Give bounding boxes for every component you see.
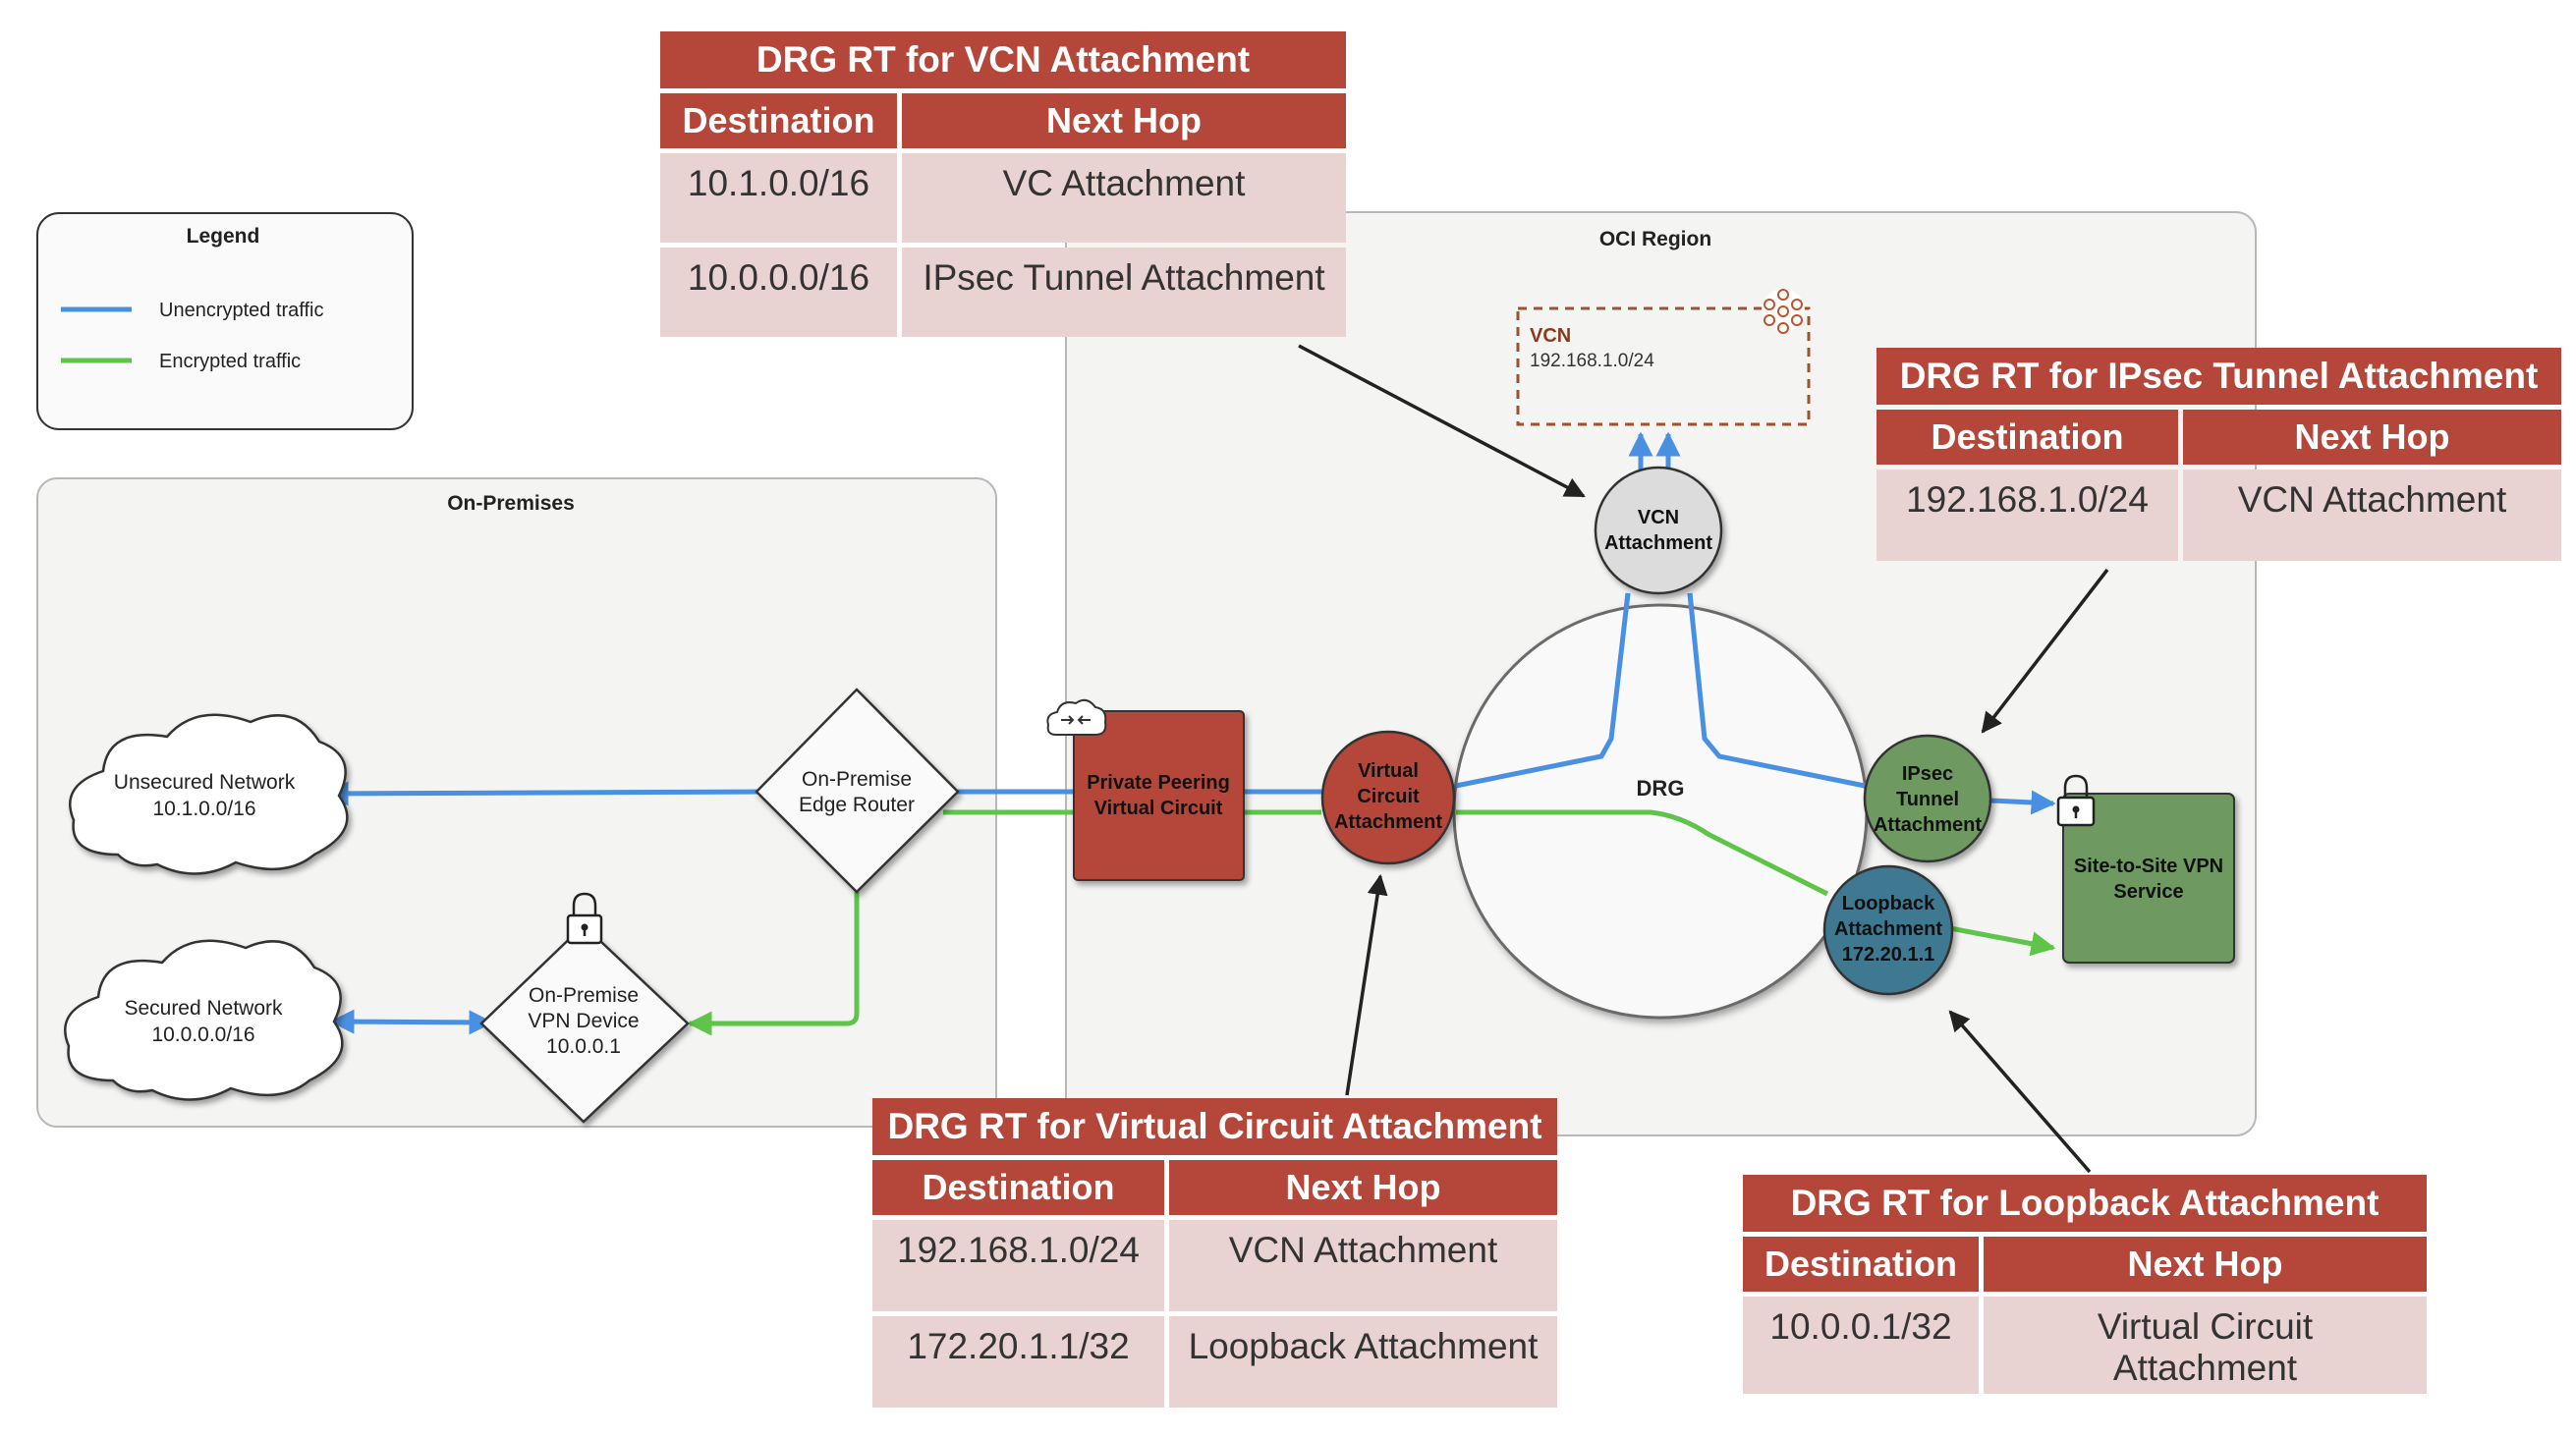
legend-label-encrypted: Encrypted traffic — [159, 351, 301, 372]
edge-router-line1: On-Premise — [802, 768, 912, 791]
vcn-box — [1516, 306, 1811, 426]
vpn-device-lock-icon — [566, 892, 603, 945]
rt-vc-header-nexthop: Next Hop — [1169, 1160, 1557, 1215]
vpn-service-box[interactable] — [2062, 793, 2235, 964]
unsecured-network-name: Unsecured Network — [114, 771, 296, 794]
rt-loopback-attachment: DRG RT for Loopback Attachment Destinati… — [1743, 1175, 2427, 1394]
rt-vc-row1-destination: 172.20.1.1/32 — [872, 1316, 1164, 1408]
vcn-attachment-line2: Attachment — [1604, 532, 1712, 554]
blue-line-ipsec-to-vpn — [1989, 790, 2056, 815]
vcn-attachment-line1: VCN — [1638, 507, 1679, 528]
rt-loopback-header-destination: Destination — [1743, 1237, 1979, 1292]
ipsec-attachment-line2: Tunnel — [1896, 789, 1959, 810]
blue-line-vcn-to-ipsec-inner — [1687, 592, 1866, 789]
rt-vc-row0-destination: 192.168.1.0/24 — [872, 1220, 1164, 1311]
pointer-ipsec-rt — [1981, 568, 2109, 734]
loopback-attachment-line1: Loopback — [1842, 893, 1935, 914]
rt-ipsec-row0-nexthop: VCN Attachment — [2183, 470, 2561, 561]
legend-title: Legend — [187, 225, 260, 248]
pointer-loopback-rt — [1948, 1010, 2092, 1174]
vc-attachment-line1: Virtual — [1358, 760, 1419, 782]
rt-vcn-attachment: DRG RT for VCN Attachment Destination Ne… — [660, 31, 1346, 337]
vcn-name: VCN — [1530, 325, 1571, 347]
rt-ipsec-row0-destination: 192.168.1.0/24 — [1876, 470, 2178, 561]
loopback-attachment-circle[interactable] — [1822, 864, 1954, 996]
rt-vcn-row0-nexthop: VC Attachment — [902, 153, 1346, 243]
rt-vcn-header-nexthop: Next Hop — [902, 93, 1346, 148]
vpn-service-line2: Service — [2113, 881, 2183, 903]
vpn-device-diamond[interactable] — [479, 923, 690, 1124]
vc-attachment-line2: Circuit — [1357, 786, 1420, 807]
rt-ipsec-header-nexthop: Next Hop — [2183, 410, 2561, 465]
on-premises-label: On-Premises — [447, 492, 575, 515]
vc-attachment-circle[interactable] — [1320, 730, 1456, 865]
rt-vcn-row0-destination: 10.1.0.0/16 — [660, 153, 897, 243]
vpn-service-line1: Site-to-Site VPN — [2074, 856, 2223, 877]
rt-loopback-title: DRG RT for Loopback Attachment — [1743, 1175, 2427, 1232]
pointer-vc-rt — [1345, 873, 1388, 1096]
vpn-device-line3: 10.0.0.1 — [546, 1035, 621, 1058]
blue-line-vc-to-vcn-inner — [1455, 592, 1631, 789]
fastconnect-icon — [1046, 698, 1107, 736]
secured-network-name: Secured Network — [124, 997, 283, 1020]
loopback-attachment-line2: Attachment — [1834, 918, 1942, 940]
ipsec-attachment-line1: IPsec — [1902, 763, 1953, 785]
rt-vcn-row1-destination: 10.0.0.0/16 — [660, 248, 897, 337]
secured-network-cidr: 10.0.0.0/16 — [151, 1023, 254, 1046]
vcn-attachment-circle[interactable] — [1594, 466, 1723, 595]
vpn-service-lock-icon — [2056, 774, 2096, 827]
oci-region-label: OCI Region — [1599, 228, 1711, 250]
edge-router-diamond[interactable] — [755, 688, 960, 894]
rt-vcn-title: DRG RT for VCN Attachment — [660, 31, 1346, 88]
private-peering-box[interactable] — [1073, 710, 1245, 881]
rt-vc-row1-nexthop: Loopback Attachment — [1169, 1316, 1557, 1408]
green-line-vc-to-loopback-inner — [1456, 809, 1829, 897]
rt-vc-attachment: DRG RT for Virtual Circuit Attachment De… — [872, 1098, 1557, 1408]
rt-vcn-header-destination: Destination — [660, 93, 897, 148]
green-line-router-to-vpn-device — [687, 884, 860, 1036]
rt-ipsec-attachment: DRG RT for IPsec Tunnel Attachment Desti… — [1876, 348, 2561, 561]
ipsec-attachment-line3: Attachment — [1874, 814, 1982, 836]
legend-label-unencrypted: Unencrypted traffic — [159, 300, 324, 321]
rt-vc-row0-nexthop: VCN Attachment — [1169, 1220, 1557, 1311]
rt-vcn-row1-nexthop: IPsec Tunnel Attachment — [902, 248, 1346, 337]
vpn-device-line1: On-Premise — [529, 984, 639, 1007]
private-peering-line1: Private Peering — [1087, 772, 1230, 794]
private-peering-line2: Virtual Circuit — [1094, 798, 1223, 819]
rt-loopback-row0-destination: 10.0.0.1/32 — [1743, 1297, 1979, 1394]
rt-vc-header-destination: Destination — [872, 1160, 1164, 1215]
loopback-attachment-line3: 172.20.1.1 — [1842, 944, 1935, 966]
legend-box — [36, 212, 414, 430]
edge-router-line2: Edge Router — [799, 794, 915, 816]
vcn-network-icon — [1762, 289, 1805, 334]
pointer-vcn-rt — [1298, 344, 1586, 498]
rt-loopback-header-nexthop: Next Hop — [1984, 1237, 2427, 1292]
vc-attachment-line3: Attachment — [1334, 811, 1442, 833]
rt-ipsec-title: DRG RT for IPsec Tunnel Attachment — [1876, 348, 2561, 405]
green-line-loopback-to-vpn — [1949, 925, 2056, 957]
unsecured-network-cloud[interactable] — [69, 713, 349, 875]
blue-line-router-to-unsecured — [323, 781, 767, 806]
ipsec-attachment-circle[interactable] — [1863, 734, 1992, 863]
unsecured-network-cidr: 10.1.0.0/16 — [152, 798, 255, 820]
rt-vc-title: DRG RT for Virtual Circuit Attachment — [872, 1098, 1557, 1155]
vcn-cidr: 192.168.1.0/24 — [1530, 351, 1654, 371]
secured-network-cloud[interactable] — [64, 939, 344, 1101]
blue-line-secured-vpn — [329, 1009, 494, 1035]
drg-label: DRG — [1637, 776, 1685, 801]
vpn-device-line2: VPN Device — [528, 1010, 639, 1032]
rt-loopback-row0-nexthop: Virtual Circuit Attachment — [1984, 1297, 2427, 1394]
rt-ipsec-header-destination: Destination — [1876, 410, 2178, 465]
